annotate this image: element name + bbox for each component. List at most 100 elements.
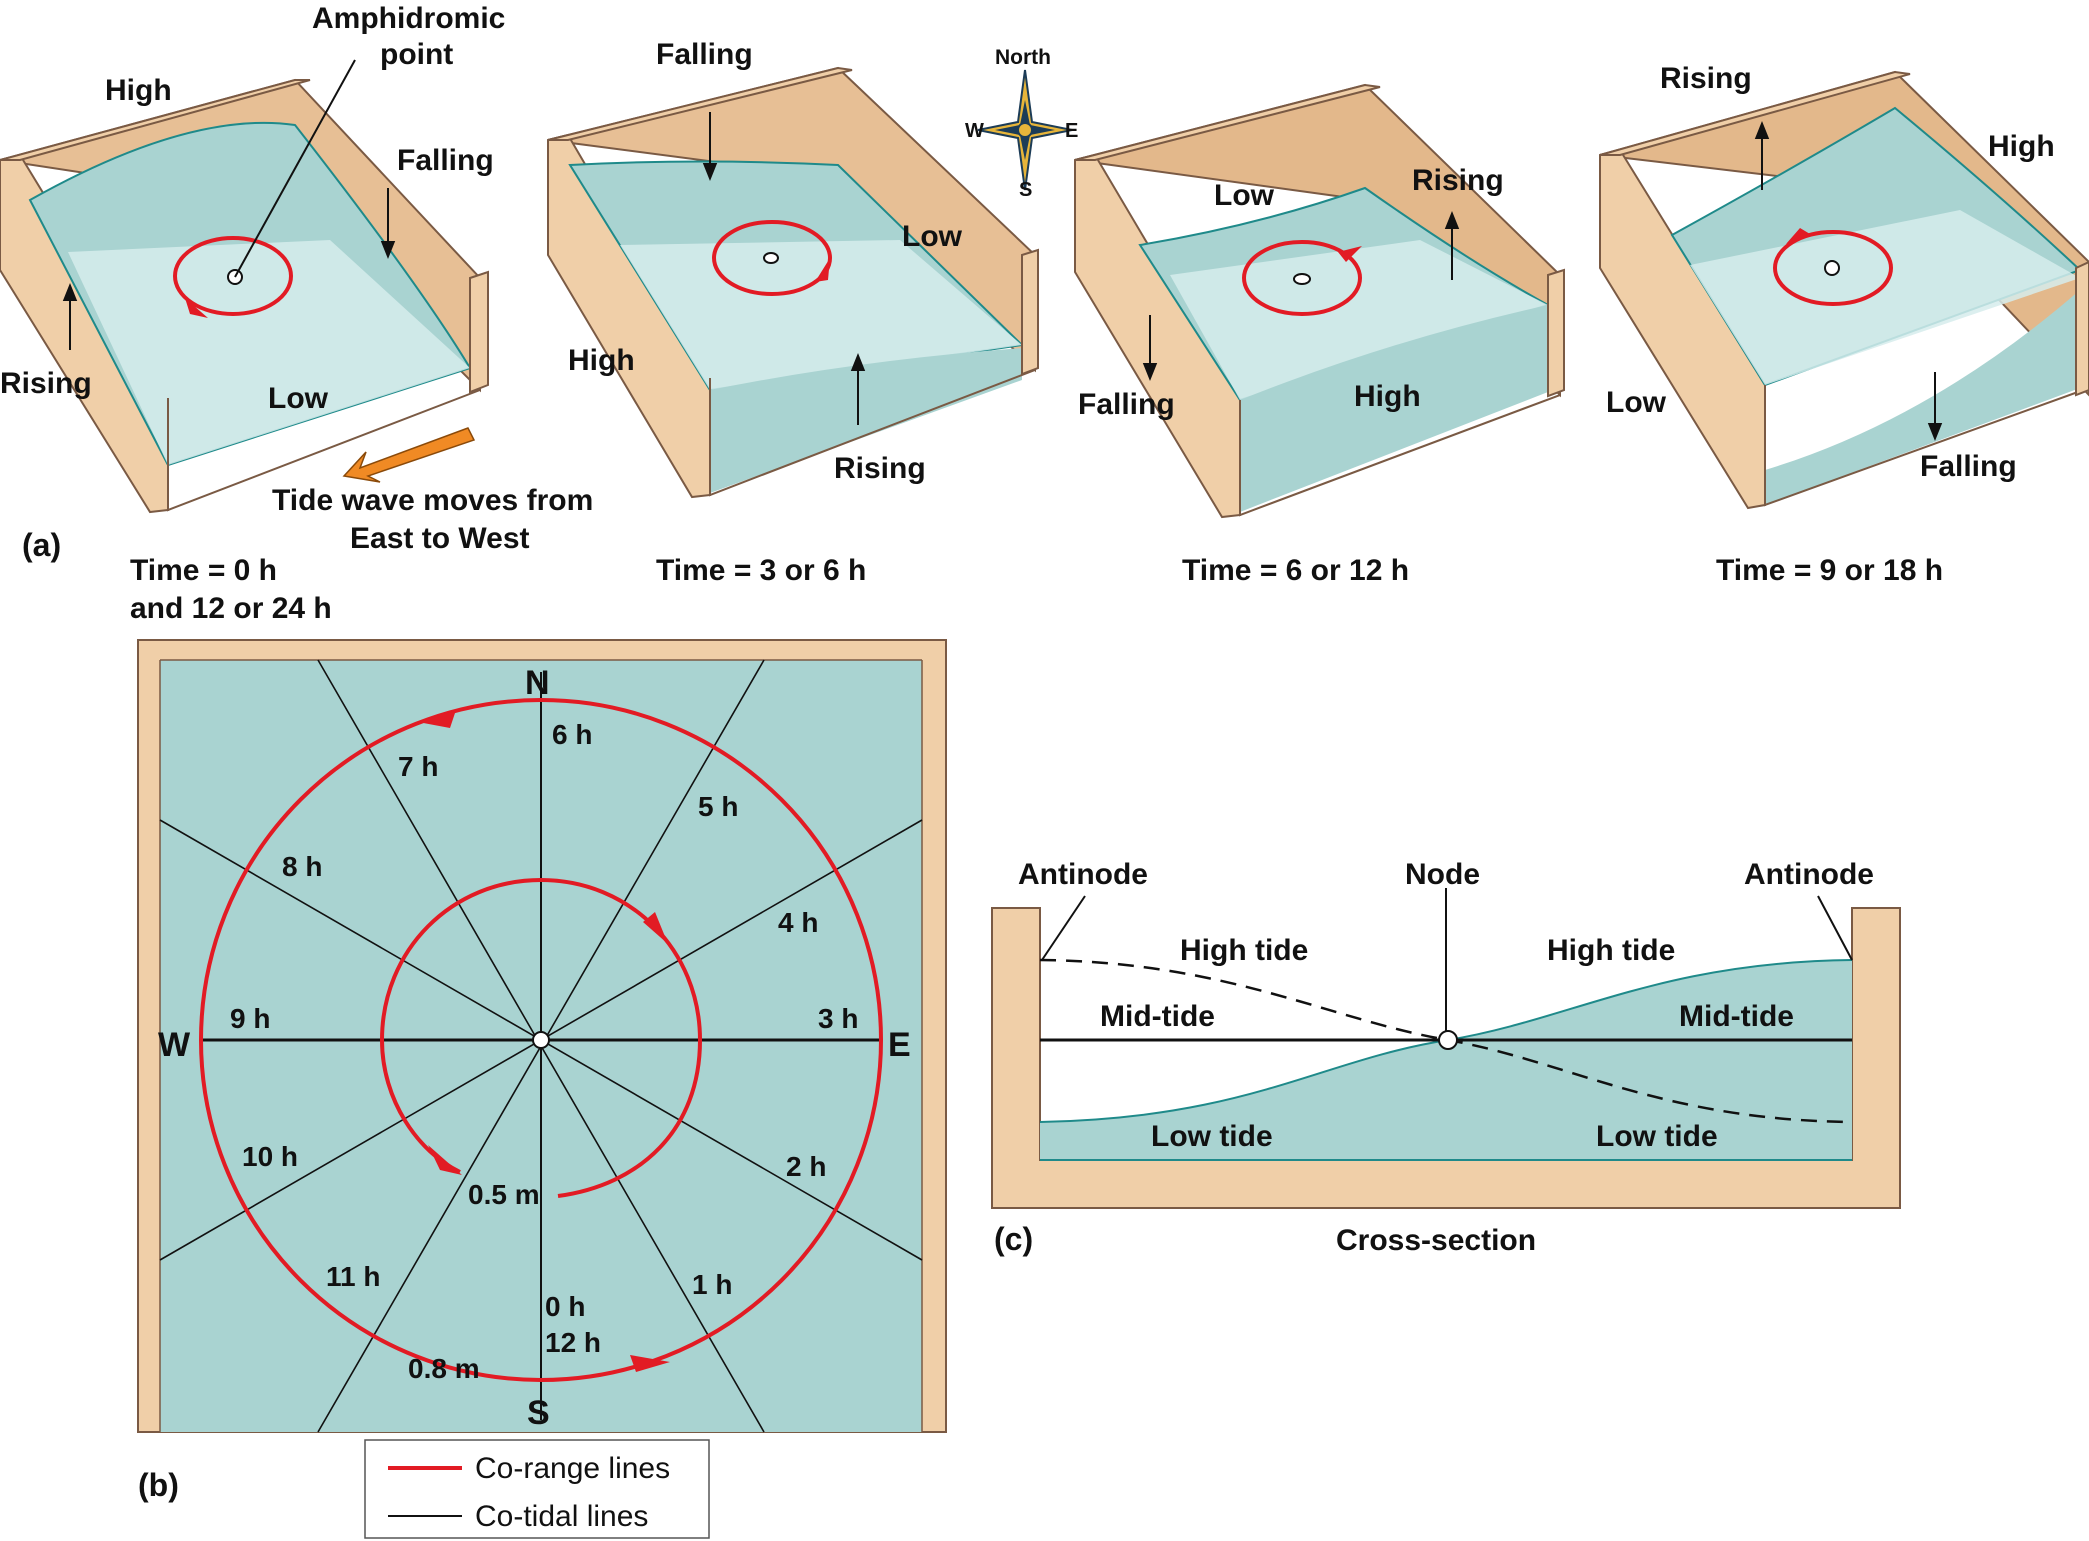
dir-s: S xyxy=(527,1394,550,1432)
tide-wave-text-2: East to West xyxy=(350,522,530,555)
outer-arrowhead-2 xyxy=(418,710,456,728)
box-right-wall xyxy=(2075,260,2089,397)
outer-arrowhead-1 xyxy=(630,1355,670,1372)
box3-falling-label: Falling xyxy=(1078,388,1175,421)
panel-b: N S E W 0 h 12 h 1 h 2 h 3 h 4 h 5 h 6 h… xyxy=(137,639,947,1539)
dir-w: W xyxy=(158,1026,191,1064)
dir-e: E xyxy=(888,1026,911,1064)
tide-wave-text-1: Tide wave moves from xyxy=(272,484,593,517)
water-top-light xyxy=(1690,210,2080,385)
hour-label-4: 4 h xyxy=(778,907,818,938)
antinode-right-label: Antinode xyxy=(1744,858,1874,891)
hour-label-3: 3 h xyxy=(818,1003,858,1034)
panel-c: Antinode Node Antinode High tide High ti… xyxy=(991,858,1901,1257)
low-tide-left-label: Low tide xyxy=(1151,1120,1273,1153)
co-range-arrowhead xyxy=(1338,246,1362,262)
high-tide-left-label: High tide xyxy=(1180,934,1308,967)
compass-north: North xyxy=(995,46,1051,69)
box4-high-label: High xyxy=(1988,130,2055,163)
box-top-rim xyxy=(1599,70,1911,156)
box-right-wall xyxy=(1547,268,1565,398)
box1-time-line1: Time = 0 h xyxy=(130,554,277,587)
legend-corange-label: Co-range lines xyxy=(475,1452,670,1485)
amphidromic-label-2: point xyxy=(380,38,453,71)
box4-rising-label: Rising xyxy=(1660,62,1752,95)
tide-wave-arrow xyxy=(342,427,476,483)
tide-box-1: High Falling Rising Low Amphidromic poin… xyxy=(0,2,505,625)
tide-box-3: Low Rising Falling High Time = 6 or 12 h xyxy=(1074,83,1565,587)
box-top-rim xyxy=(0,79,311,161)
amphidromic-point xyxy=(1824,260,1840,276)
amphidromic-point xyxy=(763,252,779,264)
compass-east: E xyxy=(1065,120,1078,142)
co-range-inner xyxy=(379,877,703,1198)
panel-a: High Falling Rising Low Amphidromic poin… xyxy=(0,2,2089,625)
hour-label-11: 11 h xyxy=(326,1261,380,1292)
co-range-circle xyxy=(1773,230,1893,306)
co-range-circle xyxy=(173,236,293,316)
node-point xyxy=(1438,1030,1458,1050)
water-front-fill xyxy=(1240,305,1548,512)
trough-walls xyxy=(991,907,1901,1209)
box4-falling-label: Falling xyxy=(1920,450,2017,483)
box-front-rim xyxy=(1764,262,2089,507)
tide-box-4: Rising High Low Falling Time = 9 or 18 h xyxy=(1599,62,2089,587)
box1-time-line2: and 12 or 24 h xyxy=(130,592,332,625)
panel-a-label: (a) xyxy=(22,527,61,563)
box-right-wall xyxy=(1021,248,1039,376)
cross-section-caption: Cross-section xyxy=(1336,1224,1536,1257)
hour-label-8: 8 h xyxy=(282,851,322,882)
box1-high-label: High xyxy=(105,74,172,107)
mid-tide-right-label: Mid-tide xyxy=(1679,1000,1794,1033)
box-top-rim xyxy=(1074,83,1381,161)
hour-label-0: 0 h xyxy=(545,1291,585,1322)
box3-low-label: Low xyxy=(1214,179,1275,212)
hour-label-2: 2 h xyxy=(786,1151,826,1182)
water-top-light xyxy=(1170,240,1548,400)
co-range-circle xyxy=(1242,240,1362,316)
compass-south: S xyxy=(1019,179,1032,201)
antinode-right-pointer xyxy=(1817,895,1853,961)
water-front-fill xyxy=(1765,290,2080,505)
antinode-left-label: Antinode xyxy=(1018,858,1148,891)
hour-label-6: 6 h xyxy=(552,719,592,750)
mid-tide-left-label: Mid-tide xyxy=(1100,1000,1215,1033)
amphidromic-point xyxy=(1293,273,1311,285)
box2-high-label: High xyxy=(568,344,635,377)
box3-rising-label: Rising xyxy=(1412,164,1504,197)
co-range-arrowhead xyxy=(1786,228,1810,244)
amphidromic-point xyxy=(532,1031,550,1049)
box3-time: Time = 6 or 12 h xyxy=(1182,554,1409,587)
co-range-arrowhead xyxy=(815,258,830,282)
box2-low-label: Low xyxy=(902,220,963,253)
box3-high-label: High xyxy=(1354,380,1421,413)
box4-low-label: Low xyxy=(1606,386,1667,419)
high-tide-right-label: High tide xyxy=(1547,934,1675,967)
box1-falling-label: Falling xyxy=(397,144,494,177)
inner-arrowhead-1 xyxy=(643,912,668,944)
compass-rose: North S E W xyxy=(965,46,1078,201)
range-label-outer: 0.8 m xyxy=(408,1353,480,1384)
hour-label-1: 1 h xyxy=(692,1269,732,1300)
box1-rising-label: Rising xyxy=(0,367,92,400)
box1-low-label: Low xyxy=(268,382,329,415)
hour-label-5: 5 h xyxy=(698,791,738,822)
co-range-outer xyxy=(199,698,883,1382)
legend-cotidal-label: Co-tidal lines xyxy=(475,1500,648,1533)
water-profile xyxy=(1040,960,1852,1160)
panel-b-label: (b) xyxy=(138,1467,179,1503)
node-label: Node xyxy=(1405,858,1480,891)
box4-time: Time = 9 or 18 h xyxy=(1716,554,1943,587)
box2-falling-label: Falling xyxy=(656,38,753,71)
dir-n: N xyxy=(525,664,550,702)
amphidromic-label-1: Amphidromic xyxy=(312,2,505,35)
compass-west: W xyxy=(965,120,984,142)
box2-rising-label: Rising xyxy=(834,452,926,485)
hour-label-7: 7 h xyxy=(398,751,438,782)
box-top-rim xyxy=(547,66,853,141)
box-right-wall xyxy=(469,270,489,394)
legend: Co-range lines Co-tidal lines xyxy=(364,1439,710,1539)
antinode-left-pointer xyxy=(1041,895,1086,961)
hour-label-10: 10 h xyxy=(242,1141,298,1172)
